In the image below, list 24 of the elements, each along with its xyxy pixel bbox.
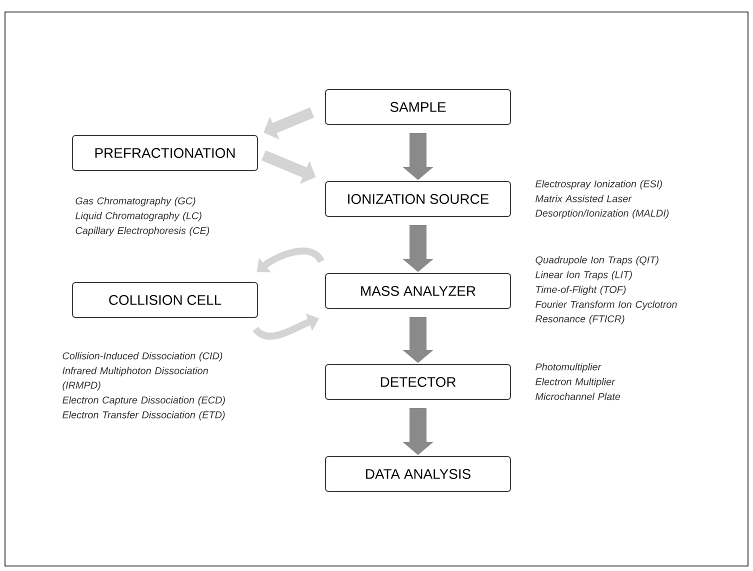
technique-text: Fourier Transform Ion Cyclotron Resonance (FTICR) xyxy=(536,300,677,324)
technique-text: Electron Multiplier xyxy=(536,378,616,388)
technique-text: Photomultiplier xyxy=(536,363,602,372)
process-box: PREFRACTIONATION xyxy=(72,135,258,171)
process-box: DATA ANALYSIS xyxy=(325,456,511,492)
technique-text: Capillary Electrophoresis (CE) xyxy=(76,226,210,236)
technique-text: Collision-Induced Dissociation (CID) xyxy=(62,352,222,362)
arrow xyxy=(256,248,324,272)
technique-text: Infrared Multiphoton Dissociation (IRMPD) xyxy=(62,366,208,391)
technique-text: Microchannel Plate xyxy=(536,392,620,400)
technique-text: Time-of-Flight (TOF) xyxy=(536,286,626,296)
technique-text: Gas Chromatography (GC) xyxy=(76,197,196,206)
process-box: DETECTOR xyxy=(325,364,511,400)
process-box: IONIZATION SOURCE xyxy=(325,181,511,217)
technique-text: Linear Ion Traps (LIT) xyxy=(536,270,632,280)
technique-text: Electron Capture Dissociation (ECD) xyxy=(62,396,225,406)
technique-text: Quadrupole Ion Traps (QIT) xyxy=(536,256,658,266)
process-box: MASS ANALYZER xyxy=(325,273,511,309)
technique-text: Liquid Chromatography (LC) xyxy=(76,212,202,222)
process-box: SAMPLE xyxy=(325,89,511,125)
process-box: COLLISION CELL xyxy=(72,282,258,318)
technique-text: Electron Transfer Dissociation (ETD) xyxy=(62,411,225,420)
technique-text: Matrix Assisted Laser Desorption/Ionization (MALDI) xyxy=(536,194,669,219)
technique-text: Electrospray Ionization (ESI) xyxy=(536,180,662,190)
